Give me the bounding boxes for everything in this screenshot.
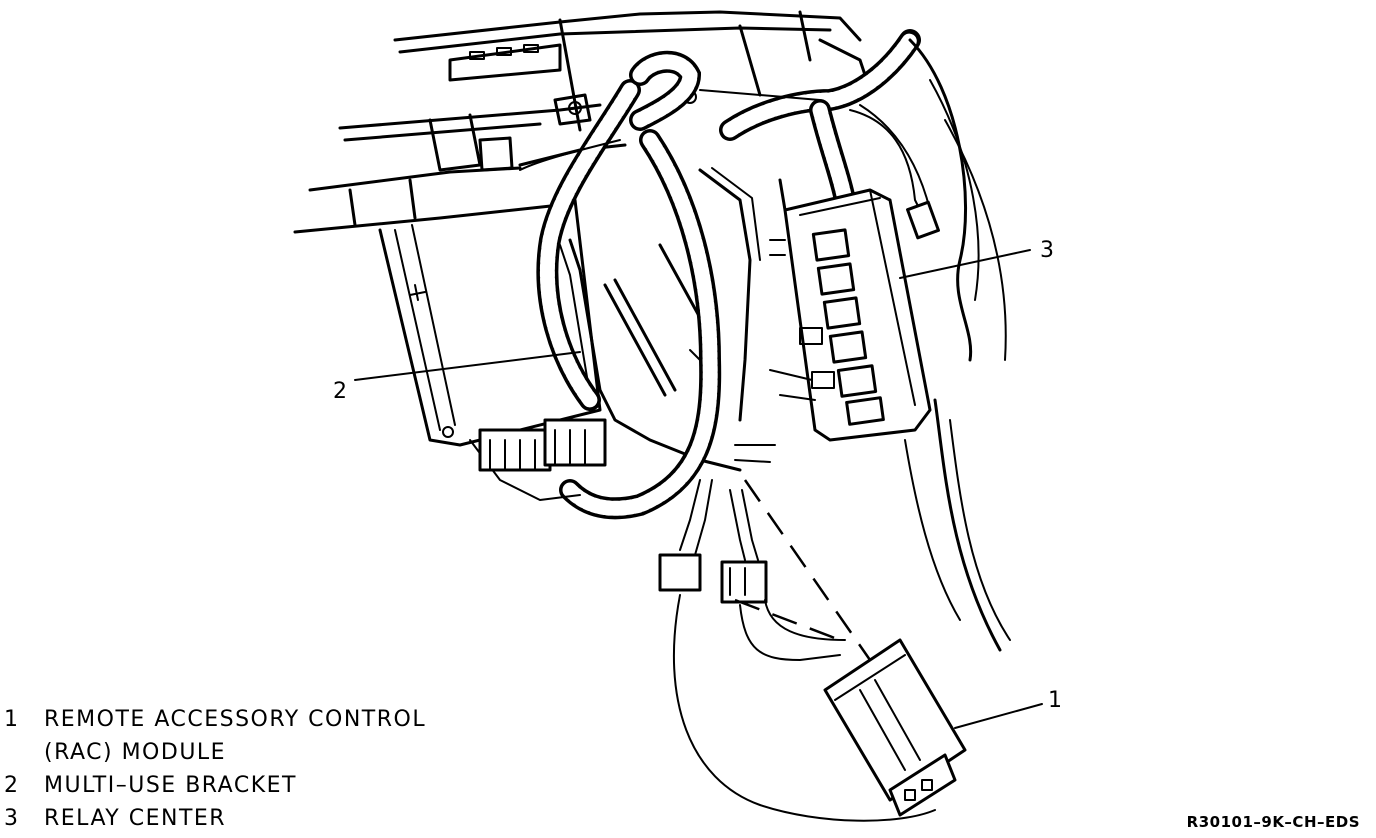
harness-connectors xyxy=(469,418,776,604)
legend-item-2: 2 MULTI–USE BRACKET xyxy=(4,769,426,802)
module-wire-loop xyxy=(673,594,936,822)
legend-number: 1 xyxy=(4,707,20,732)
callout-3: 3 xyxy=(1040,238,1055,263)
callout-1: 1 xyxy=(1048,688,1063,713)
leader-3 xyxy=(899,249,1031,279)
legend: 1 REMOTE ACCESSORY CONTROL (RAC) MODULE … xyxy=(4,703,426,835)
legend-number: 3 xyxy=(4,806,20,831)
legend-label: MULTI–USE BRACKET xyxy=(44,773,297,798)
wiring-harness xyxy=(519,29,940,520)
legend-item-3: 3 RELAY CENTER xyxy=(4,802,426,835)
leader-lines xyxy=(354,249,1043,729)
legend-label: REMOTE ACCESSORY CONTROL xyxy=(44,707,427,732)
reference-code: R30101–9K–CH–EDS xyxy=(1186,813,1360,831)
routing-guide xyxy=(734,479,872,661)
body-side-panel xyxy=(904,38,1011,652)
rac-module xyxy=(823,638,967,817)
mounting-plate xyxy=(378,198,602,447)
legend-label: (RAC) MODULE xyxy=(44,740,227,765)
relay-center xyxy=(769,178,932,442)
leader-1 xyxy=(954,703,1043,729)
legend-number: 2 xyxy=(4,773,20,798)
legend-label: RELAY CENTER xyxy=(44,806,227,831)
legend-item-1: 1 REMOTE ACCESSORY CONTROL xyxy=(4,703,426,736)
callout-2: 2 xyxy=(333,379,348,404)
legend-item-1-cont: (RAC) MODULE xyxy=(4,736,426,769)
leader-2 xyxy=(354,351,581,381)
